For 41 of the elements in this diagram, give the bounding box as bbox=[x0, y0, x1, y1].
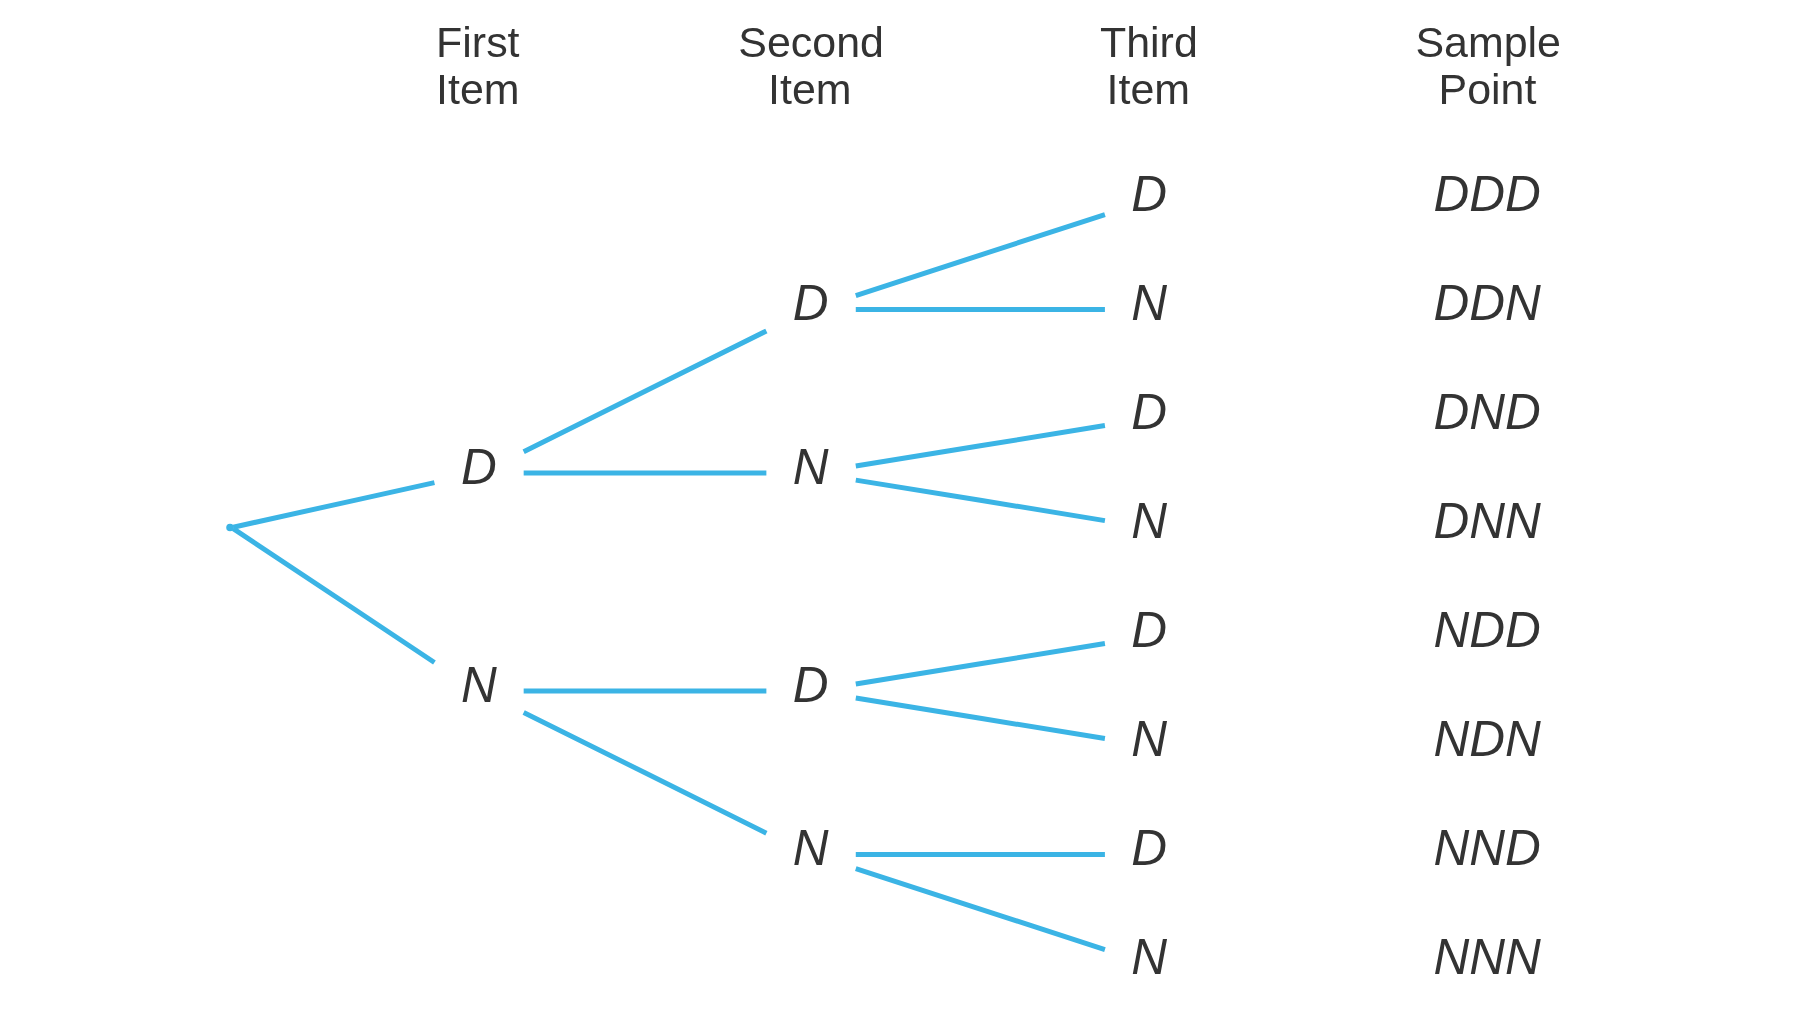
connector bbox=[854, 477, 1105, 523]
node-text: N bbox=[460, 656, 497, 712]
node-text: D bbox=[792, 656, 829, 712]
node-text: N bbox=[792, 819, 829, 875]
connector bbox=[854, 640, 1105, 686]
label: Sample Point bbox=[1414, 17, 1561, 113]
node-text: N bbox=[1130, 928, 1167, 984]
label: DND bbox=[1433, 383, 1541, 439]
node-text: D bbox=[792, 274, 829, 330]
node-text: D bbox=[460, 438, 497, 494]
connector bbox=[855, 306, 1105, 312]
connector bbox=[854, 695, 1105, 741]
node-text: D bbox=[1130, 383, 1167, 439]
label: First Item bbox=[435, 17, 520, 113]
connector bbox=[854, 865, 1106, 952]
connector bbox=[523, 470, 766, 476]
connector bbox=[522, 709, 767, 835]
label: NDD bbox=[1433, 601, 1541, 657]
label: DNN bbox=[1433, 492, 1541, 548]
connector bbox=[523, 688, 766, 694]
label: DDN bbox=[1433, 274, 1541, 330]
node-text: N bbox=[792, 438, 829, 494]
node-text: D bbox=[1130, 819, 1167, 875]
connector bbox=[854, 211, 1106, 298]
label: NND bbox=[1433, 819, 1541, 875]
label: Second Item bbox=[737, 17, 884, 113]
label: Third Item bbox=[1099, 17, 1198, 113]
connector bbox=[855, 851, 1105, 857]
node-text: N bbox=[1130, 274, 1167, 330]
label: DDD bbox=[1433, 165, 1541, 221]
node-text: D bbox=[1130, 165, 1167, 221]
connector bbox=[232, 479, 435, 530]
label: NNN bbox=[1433, 928, 1541, 984]
label: NDN bbox=[1433, 710, 1541, 766]
connector bbox=[854, 422, 1105, 468]
node-text: N bbox=[1130, 492, 1167, 548]
node-text: N bbox=[1130, 710, 1167, 766]
connector bbox=[231, 526, 436, 665]
connector bbox=[522, 328, 767, 454]
node-text: D bbox=[1130, 601, 1167, 657]
node-point bbox=[225, 523, 234, 531]
